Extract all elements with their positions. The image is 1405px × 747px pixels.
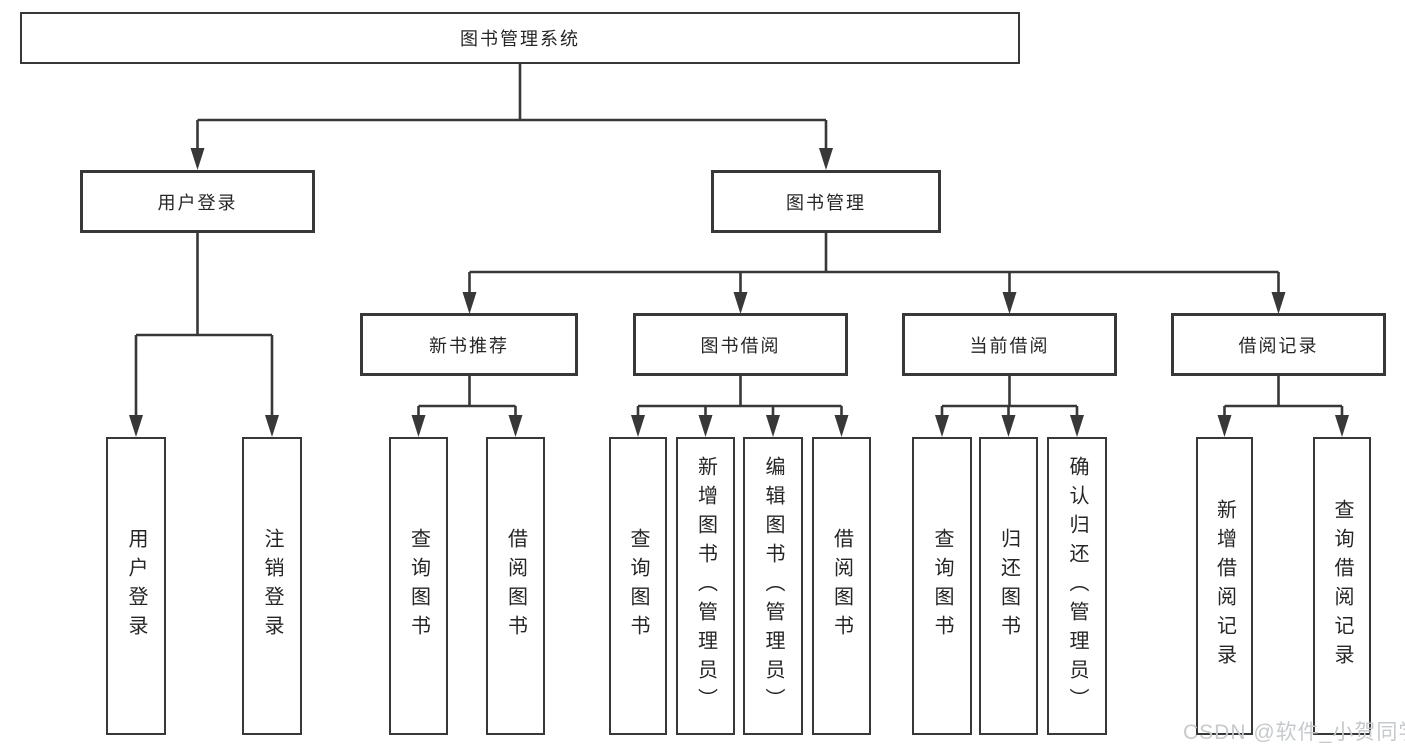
- node-user-login: 用户登录: [80, 170, 315, 233]
- node-book-management: 图书管理: [711, 170, 941, 233]
- leaf-query-books-current: 查询图书: [912, 437, 972, 735]
- edges-borrowing-records: [1217, 376, 1349, 437]
- leaf-query-books-borrowing: 查询图书: [609, 437, 667, 735]
- edges-root: [190, 64, 833, 170]
- edges-new-book-recommend: [411, 376, 523, 437]
- leaf-add-book-admin: 新增图书（管理员）: [676, 437, 735, 735]
- leaf-query-books-recommend: 查询图书: [389, 437, 448, 735]
- leaf-confirm-return-admin: 确认归还（管理员）: [1047, 437, 1107, 735]
- leaf-return-books: 归还图书: [979, 437, 1038, 735]
- leaf-add-borrow-record: 新增借阅记录: [1196, 437, 1253, 735]
- leaf-query-borrow-record: 查询借阅记录: [1313, 437, 1371, 735]
- leaf-logout: 注销登录: [242, 437, 302, 735]
- node-new-book-recommend: 新书推荐: [360, 313, 578, 376]
- leaf-edit-book-admin: 编辑图书（管理员）: [743, 437, 803, 735]
- leaf-borrow-books-recommend: 借阅图书: [486, 437, 545, 735]
- edges-book-management: [462, 233, 1286, 314]
- node-book-borrowing: 图书借阅: [633, 313, 848, 376]
- node-current-borrowing: 当前借阅: [902, 313, 1117, 376]
- edges-current-borrowing: [935, 376, 1084, 437]
- edges-user-login: [129, 233, 279, 437]
- node-library-system: 图书管理系统: [20, 12, 1020, 64]
- edges-book-borrowing: [631, 376, 849, 437]
- node-borrowing-records: 借阅记录: [1171, 313, 1386, 376]
- leaf-user-login: 用户登录: [106, 437, 166, 735]
- leaf-borrow-books-borrowing: 借阅图书: [812, 437, 871, 735]
- csdn-watermark: CSDN @软件_小贺同学: [1183, 721, 1405, 744]
